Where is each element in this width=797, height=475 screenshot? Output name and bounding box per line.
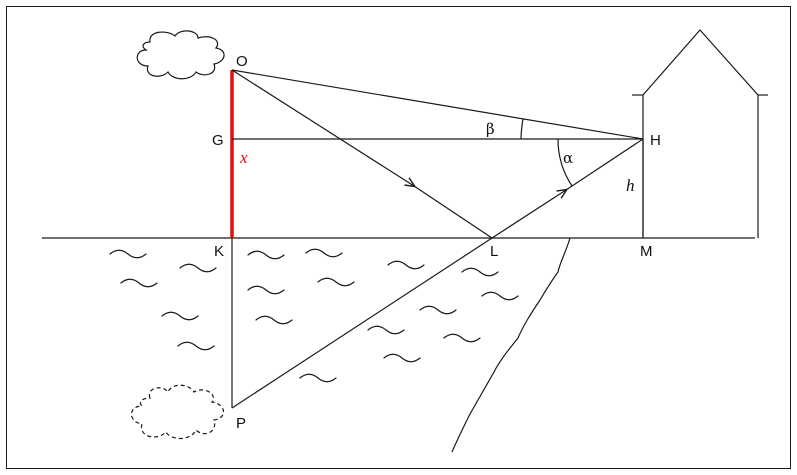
label-G: G (212, 132, 224, 149)
ray-PL (231, 237, 493, 409)
ray-OL (413, 185, 493, 239)
shoreline (451, 237, 571, 453)
angle-arc-beta (520, 118, 524, 140)
angle-arc-alpha (557, 138, 573, 187)
label-K: K (214, 243, 224, 260)
cloud (136, 30, 225, 80)
label-beta: β (486, 120, 495, 138)
label-H: H (650, 132, 661, 149)
label-M: M (640, 243, 653, 260)
label-P: P (236, 415, 246, 432)
ray-LH-arrow (491, 190, 566, 239)
segment-OH (231, 69, 644, 140)
ray-LH (565, 138, 644, 191)
ray-OL-arrow (231, 69, 414, 186)
label-alpha: α (563, 149, 573, 167)
water-waves (109, 248, 519, 383)
label-L: L (490, 243, 498, 260)
label-O: O (236, 53, 248, 70)
label-h: h (626, 176, 635, 195)
cloud-reflection (130, 384, 225, 440)
label-x: x (239, 148, 248, 167)
